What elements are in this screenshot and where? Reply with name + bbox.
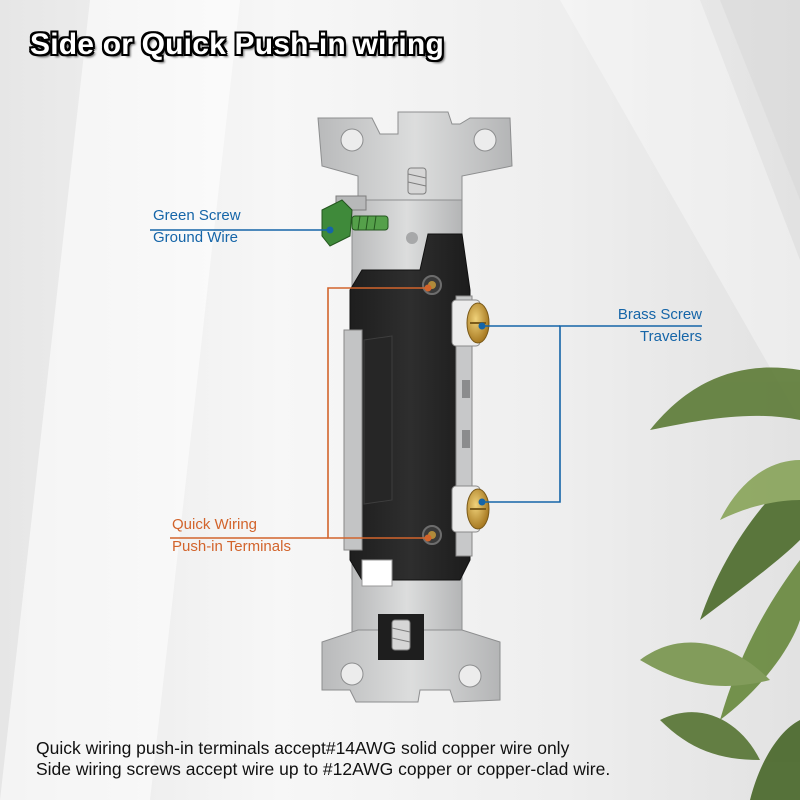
mounting-hole xyxy=(458,664,482,688)
quick-label-line1: Quick Wiring xyxy=(172,516,258,533)
mounting-hole xyxy=(340,128,364,152)
brass-screw xyxy=(451,485,490,533)
mounting-hole xyxy=(340,662,364,686)
shadow-band xyxy=(720,0,800,200)
push-in-terminal xyxy=(422,275,442,295)
ground-label-line1: Green Screw xyxy=(153,207,241,224)
push-in-terminal xyxy=(422,525,442,545)
brass-screw-label: Brass Screw Travelers xyxy=(618,304,702,348)
light-beam xyxy=(0,0,240,800)
plant-leaves xyxy=(640,367,800,800)
page-title: Side or Quick Push-in wiring xyxy=(30,28,444,61)
switch-body xyxy=(343,233,473,587)
callout-line-brass xyxy=(478,322,702,506)
callout-line-ground xyxy=(150,226,334,234)
brass-label-line1: Brass Screw xyxy=(617,306,702,323)
caption-line-2: Side wiring screws accept wire up to #12… xyxy=(36,759,611,779)
plate-screw xyxy=(391,619,411,651)
caption-line-1: Quick wiring push-in terminals accept#14… xyxy=(36,738,570,758)
callout-line-quick xyxy=(170,284,432,542)
quick-wiring-label: Quick Wiring Push-in Terminals xyxy=(172,514,291,558)
brass-screw xyxy=(451,299,490,347)
green-ground-screw xyxy=(321,195,389,247)
ground-label-line2: Ground Wire xyxy=(153,229,239,246)
plate-screw xyxy=(407,167,427,195)
ground-screw-label: Green Screw Ground Wire xyxy=(153,205,241,249)
light-beam xyxy=(560,0,800,420)
quick-label-line2: Push-in Terminals xyxy=(172,538,291,555)
brass-label-line2: Travelers xyxy=(640,328,702,345)
mounting-hole xyxy=(473,128,497,152)
